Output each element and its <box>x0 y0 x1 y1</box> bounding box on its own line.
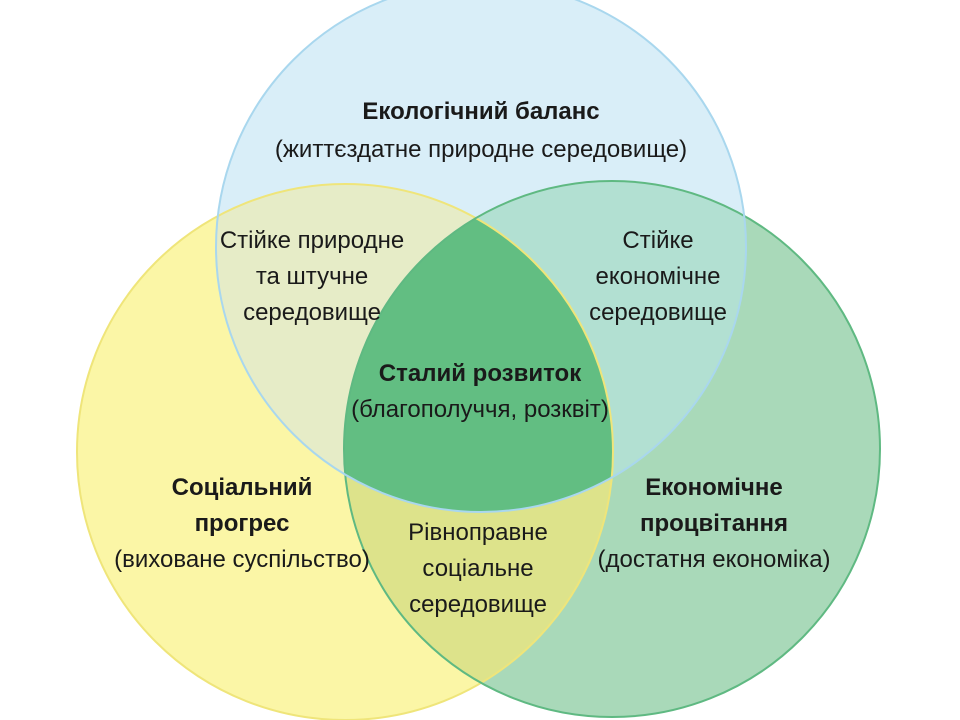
economic-title-line1: Економічне <box>645 474 782 501</box>
left-right-line3: середовище <box>409 591 547 618</box>
top-left-line2: та штучне <box>256 263 368 290</box>
center-title: Сталий розвиток <box>379 360 582 387</box>
left-right-line1: Рівноправне <box>408 519 548 546</box>
economic-title-line2: процвітання <box>640 510 788 537</box>
ecological-subtitle: (життєздатне природне середовище) <box>275 136 687 163</box>
social-title-line1: Соціальний <box>172 474 313 501</box>
top-right-line3: середовище <box>589 299 727 326</box>
top-right-line2: економічне <box>595 263 720 290</box>
top-left-line3: середовище <box>243 299 381 326</box>
center-subtitle: (благополуччя, розквіт) <box>351 396 609 423</box>
economic-subtitle: (достатня економіка) <box>597 546 830 573</box>
outline-economic <box>343 180 881 718</box>
top-left-line1: Стійке природне <box>220 227 404 254</box>
outline-social <box>76 183 614 720</box>
top-right-line1: Стійке <box>622 227 693 254</box>
left-right-line2: соціальне <box>422 555 533 582</box>
outline-ecological <box>215 0 747 513</box>
social-title-line2: прогрес <box>195 510 290 537</box>
ecological-title: Екологічний баланс <box>362 98 599 125</box>
social-subtitle: (виховане суспільство) <box>114 546 370 573</box>
